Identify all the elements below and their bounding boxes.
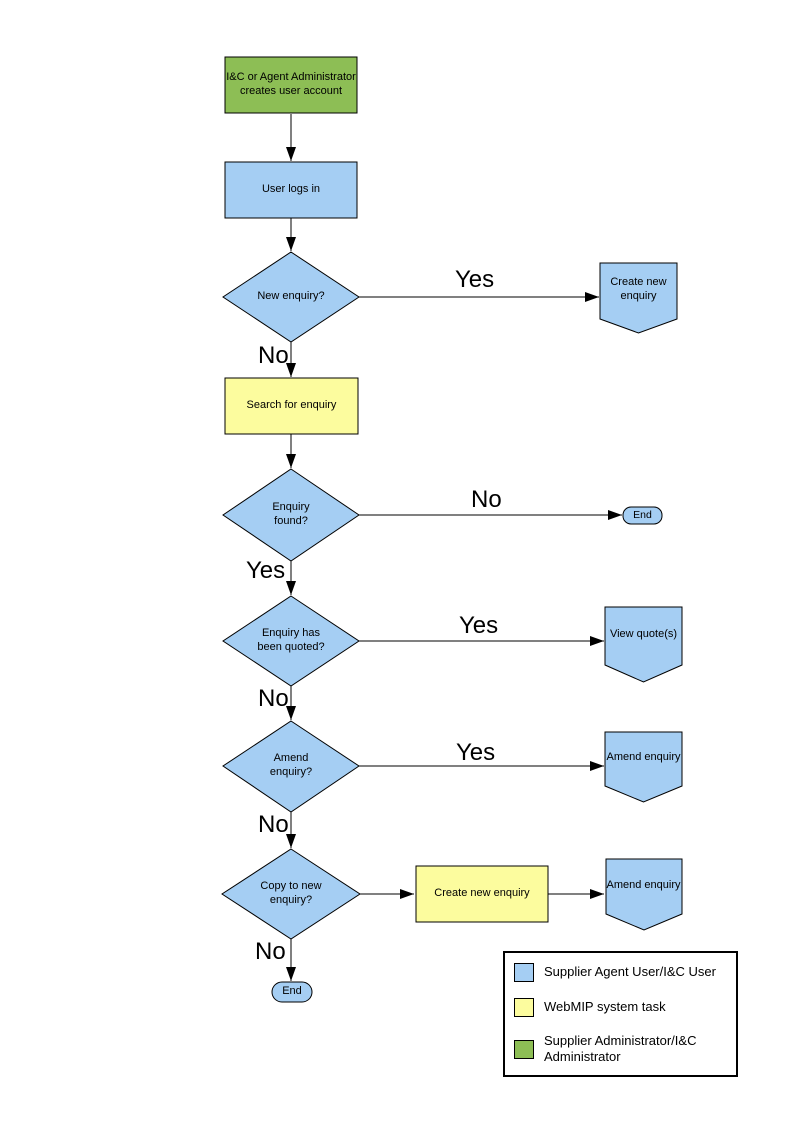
user-logs-in-box: [224, 161, 358, 219]
legend-swatch-user: [514, 962, 534, 982]
new-enquiry-yes-label: Yes: [455, 266, 495, 293]
amend-enquiry-connector-2: [605, 858, 683, 931]
copy-to-new-no-label: No: [255, 938, 286, 965]
create-new-enquiry-task-box: [415, 865, 549, 923]
view-quotes-label: View quote(s): [609, 628, 678, 641]
amend-enquiry-q-label: Amend enquiry?: [269, 752, 313, 778]
create-account-box: [224, 56, 358, 114]
end-terminator-1: [622, 506, 663, 525]
legend-swatch-admin: [514, 1039, 534, 1059]
legend-item-admin: Supplier Administrator/I&C Administrator: [514, 1033, 727, 1066]
end-terminator-2: [271, 981, 313, 1003]
end-2-label: End: [282, 985, 302, 998]
enquiry-quoted-yes-label: Yes: [459, 612, 499, 639]
amend-enquiry-connector-1: [604, 731, 683, 803]
enquiry-quoted-label: Enquiry has been quoted?: [257, 627, 325, 653]
search-for-enquiry-box: [224, 377, 359, 435]
legend-label-system: WebMIP system task: [544, 999, 666, 1015]
legend-item-user: Supplier Agent User/I&C User: [514, 962, 727, 982]
enquiry-found-label: Enquiry found?: [272, 501, 310, 527]
enquiry-quoted-no-label: No: [258, 685, 289, 712]
create-new-enquiry-connector: [599, 262, 678, 334]
legend-label-admin: Supplier Administrator/I&C Administrator: [544, 1032, 697, 1064]
copy-to-new-label: Copy to new enquiry?: [260, 880, 322, 906]
legend-swatch-system: [514, 997, 534, 1017]
new-enquiry-no-label: No: [258, 342, 289, 369]
new-enquiry-label: New enquiry?: [257, 290, 325, 303]
enquiry-found-no-label: No: [471, 486, 502, 513]
amend-enquiry-no-label: No: [258, 811, 289, 838]
amend-enquiry-2-label: Amend enquiry: [606, 878, 681, 891]
create-new-enquiry-ref-label: Create new enquiry: [610, 276, 667, 302]
legend-item-system: WebMIP system task: [514, 997, 727, 1017]
create-new-enquiry-task-label: Create new enquiry: [434, 887, 530, 900]
end-1-label: End: [633, 508, 652, 521]
user-logs-in-label: User logs in: [261, 183, 321, 196]
legend: Supplier Agent User/I&C User WebMIP syst…: [503, 951, 738, 1077]
enquiry-found-yes-label: Yes: [246, 557, 286, 584]
create-account-label: I&C or Agent Administrator creates user …: [226, 71, 356, 97]
amend-enquiry-yes-label: Yes: [456, 739, 496, 766]
legend-label-user: Supplier Agent User/I&C User: [544, 964, 716, 980]
amend-enquiry-1-label: Amend enquiry: [606, 751, 681, 764]
view-quotes-connector: [604, 606, 683, 683]
search-for-enquiry-label: Search for enquiry: [246, 399, 337, 412]
